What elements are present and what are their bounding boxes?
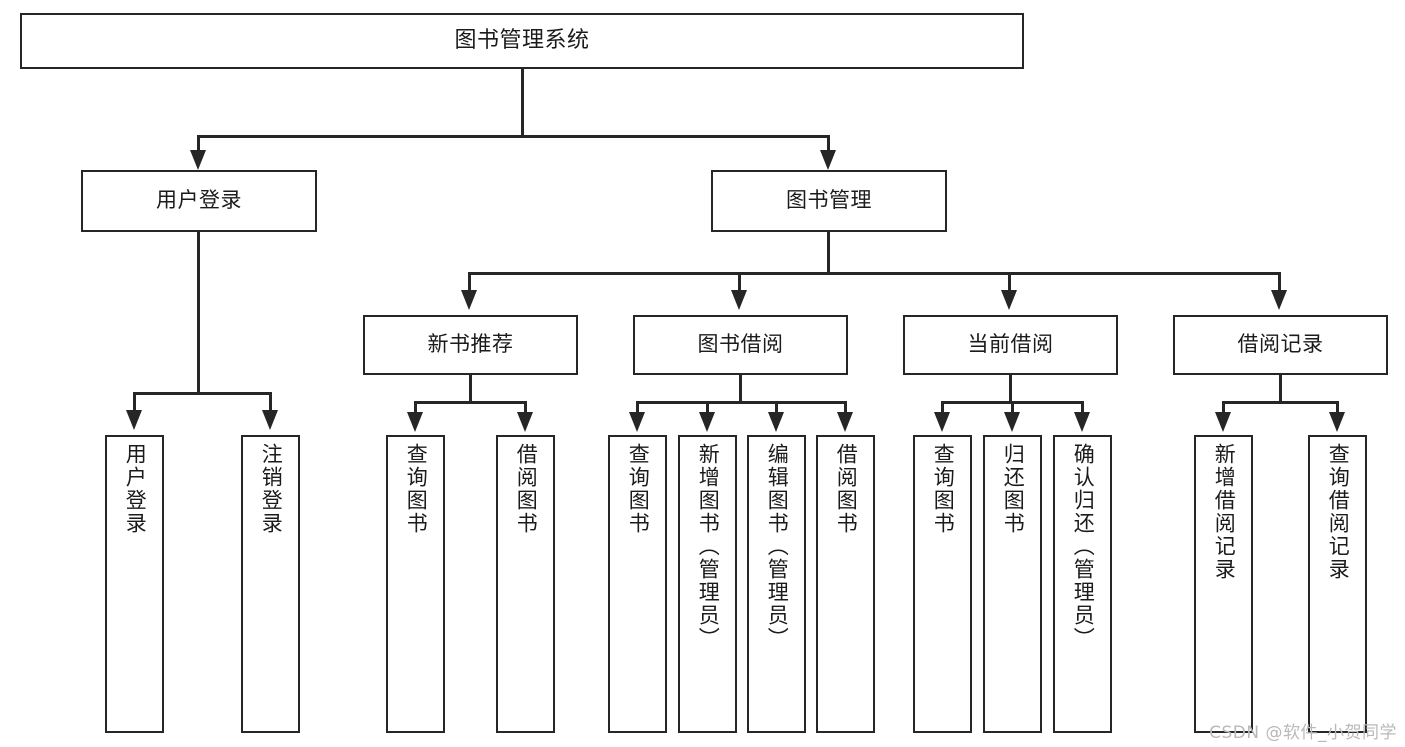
node-label: 用户登录 xyxy=(123,443,148,535)
connector-level3-drop-4 xyxy=(1278,272,1281,297)
connector-level2-drop-2 xyxy=(827,135,830,160)
connector-user-login-stem xyxy=(197,232,200,394)
connector-current-drop-1 xyxy=(941,401,944,417)
connector-level3-drop-3 xyxy=(1008,272,1011,297)
node-root-system[interactable]: 图书管理系统 xyxy=(20,13,1024,69)
connector-level3-drop-2 xyxy=(738,272,741,297)
node-borrow-record[interactable]: 借阅记录 xyxy=(1173,315,1388,375)
arrow-head-level3-1 xyxy=(461,290,477,310)
connector-recommend-bus xyxy=(414,401,526,404)
connector-record-drop-2 xyxy=(1336,401,1339,417)
connector-borrow-drop-2 xyxy=(706,401,709,417)
leaf-borrow-borrow-book[interactable]: 借阅图书 xyxy=(816,435,875,733)
connector-current-drop-3 xyxy=(1081,401,1084,417)
node-label: 编辑图书（管理员） xyxy=(765,443,790,650)
node-label: 查询图书 xyxy=(626,443,651,535)
connector-borrow-bus xyxy=(636,401,846,404)
leaf-record-add-record[interactable]: 新增借阅记录 xyxy=(1194,435,1253,733)
node-label: 查询借阅记录 xyxy=(1326,443,1351,581)
node-label: 新书推荐 xyxy=(427,332,514,357)
connector-borrow-drop-3 xyxy=(775,401,778,417)
arrow-head-borrow-1 xyxy=(629,412,645,432)
leaf-user-login-signout[interactable]: 注销登录 xyxy=(241,435,300,733)
node-label: 新增图书（管理员） xyxy=(696,443,721,650)
node-label: 图书管理 xyxy=(786,188,872,213)
leaf-borrow-query-book[interactable]: 查询图书 xyxy=(608,435,667,733)
leaf-record-query-record[interactable]: 查询借阅记录 xyxy=(1308,435,1367,733)
arrow-head-recommend-1 xyxy=(407,412,423,432)
arrow-head-recommend-2 xyxy=(517,412,533,432)
connector-level3-drop-1 xyxy=(468,272,471,297)
node-label: 确认归还（管理员） xyxy=(1071,443,1096,650)
arrow-head-current-1 xyxy=(934,412,950,432)
connector-record-bus xyxy=(1222,401,1338,404)
arrow-head-current-3 xyxy=(1074,412,1090,432)
node-label: 注销登录 xyxy=(259,443,284,535)
node-label: 借阅图书 xyxy=(834,443,859,535)
arrow-head-user-login-2 xyxy=(262,410,278,430)
connector-recommend-stem xyxy=(469,375,472,403)
node-label: 查询图书 xyxy=(931,443,956,535)
node-label: 新增借阅记录 xyxy=(1212,443,1237,581)
leaf-borrow-add-book[interactable]: 新增图书（管理员） xyxy=(678,435,737,733)
connector-borrow-drop-1 xyxy=(636,401,639,417)
node-current-borrow[interactable]: 当前借阅 xyxy=(903,315,1118,375)
leaf-recommend-query-book[interactable]: 查询图书 xyxy=(386,435,445,733)
arrow-head-record-2 xyxy=(1329,412,1345,432)
arrow-head-borrow-3 xyxy=(768,412,784,432)
leaf-borrow-edit-book[interactable]: 编辑图书（管理员） xyxy=(747,435,806,733)
node-user-login[interactable]: 用户登录 xyxy=(81,170,317,232)
leaf-current-query-book[interactable]: 查询图书 xyxy=(913,435,972,733)
node-book-management[interactable]: 图书管理 xyxy=(711,170,947,232)
connector-current-stem xyxy=(1009,375,1012,403)
connector-recommend-drop-2 xyxy=(524,401,527,417)
node-label: 归还图书 xyxy=(1001,443,1026,535)
node-label: 借阅图书 xyxy=(514,443,539,535)
arrow-head-level3-4 xyxy=(1271,290,1287,310)
connector-level2-bus xyxy=(197,135,829,138)
connector-record-stem xyxy=(1279,375,1282,403)
connector-recommend-drop-1 xyxy=(414,401,417,417)
arrow-head-user-login-1 xyxy=(126,410,142,430)
leaf-current-return-book[interactable]: 归还图书 xyxy=(983,435,1042,733)
node-label: 图书借阅 xyxy=(697,332,784,357)
arrow-head-borrow-4 xyxy=(837,412,853,432)
arrow-head-level2-2 xyxy=(820,150,836,170)
connector-user-login-bus xyxy=(133,392,269,395)
connector-current-drop-2 xyxy=(1011,401,1014,417)
arrow-head-level3-3 xyxy=(1001,290,1017,310)
arrow-head-borrow-2 xyxy=(699,412,715,432)
connector-user-login-drop-2 xyxy=(269,392,272,417)
connector-book-mgmt-stem xyxy=(827,232,830,274)
connector-record-drop-1 xyxy=(1222,401,1225,417)
node-label: 查询图书 xyxy=(404,443,429,535)
arrow-head-level3-2 xyxy=(731,290,747,310)
arrow-head-record-1 xyxy=(1215,412,1231,432)
connector-borrow-drop-4 xyxy=(844,401,847,417)
node-label: 当前借阅 xyxy=(967,332,1054,357)
leaf-recommend-borrow-book[interactable]: 借阅图书 xyxy=(496,435,555,733)
connector-borrow-stem xyxy=(739,375,742,403)
node-label: 借阅记录 xyxy=(1237,332,1324,357)
connector-user-login-drop-1 xyxy=(133,392,136,417)
node-book-borrow[interactable]: 图书借阅 xyxy=(633,315,848,375)
node-label: 用户登录 xyxy=(156,188,242,213)
leaf-current-confirm-return[interactable]: 确认归还（管理员） xyxy=(1053,435,1112,733)
node-new-book-recommend[interactable]: 新书推荐 xyxy=(363,315,578,375)
node-label: 图书管理系统 xyxy=(454,27,590,53)
connector-level3-bus xyxy=(468,272,1278,275)
arrow-head-current-2 xyxy=(1004,412,1020,432)
leaf-user-login-signin[interactable]: 用户登录 xyxy=(105,435,164,733)
connector-root-stem xyxy=(521,69,524,137)
arrow-head-level2-1 xyxy=(190,150,206,170)
connector-level2-drop-1 xyxy=(197,135,200,160)
